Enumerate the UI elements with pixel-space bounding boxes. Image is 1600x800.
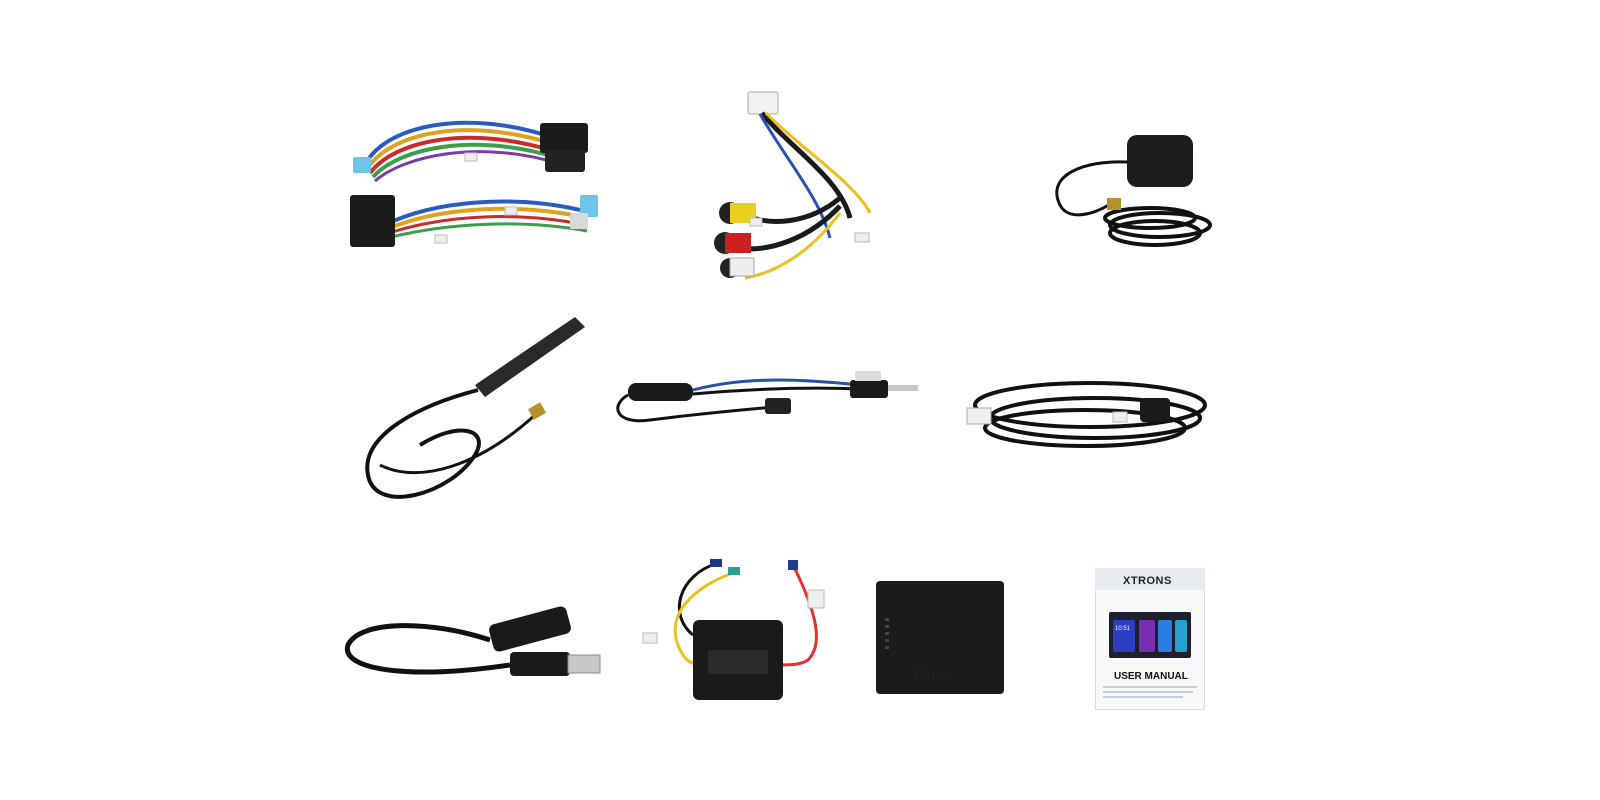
manual-brand: XTRONS <box>1123 575 1172 587</box>
wiring-harness-icon <box>350 120 598 247</box>
canbus-module-icon <box>642 559 825 700</box>
rca-cable <box>690 88 890 298</box>
dab-antenna-icon <box>365 317 585 499</box>
radio-adapter-cable-icon <box>616 371 918 423</box>
manual-booklet-icon: XTRONS 10:51 USER MANUAL <box>1095 568 1205 710</box>
rca-cable-icon <box>714 91 872 280</box>
gps-antenna-icon <box>1055 135 1212 247</box>
manual-screen-clock: 10:51 <box>1115 626 1131 632</box>
decoder-box-icon: Raise <box>876 581 1004 694</box>
extension-cable-icon <box>966 381 1207 448</box>
user-manual: XTRONS 10:51 USER MANUAL <box>1095 568 1205 710</box>
gps-antenna <box>1045 130 1215 260</box>
usb-cable-icon <box>344 606 601 676</box>
decoder-box: Raise <box>875 580 1005 695</box>
radio-adapter <box>610 365 925 430</box>
dab-antenna <box>360 305 590 510</box>
manual-title: USER MANUAL <box>1114 671 1188 682</box>
canbus-module <box>638 555 833 705</box>
extension-cable <box>965 370 1215 460</box>
usb-cable <box>340 600 610 690</box>
decoder-box-mark: Raise <box>913 667 949 684</box>
power-harness <box>345 95 605 260</box>
